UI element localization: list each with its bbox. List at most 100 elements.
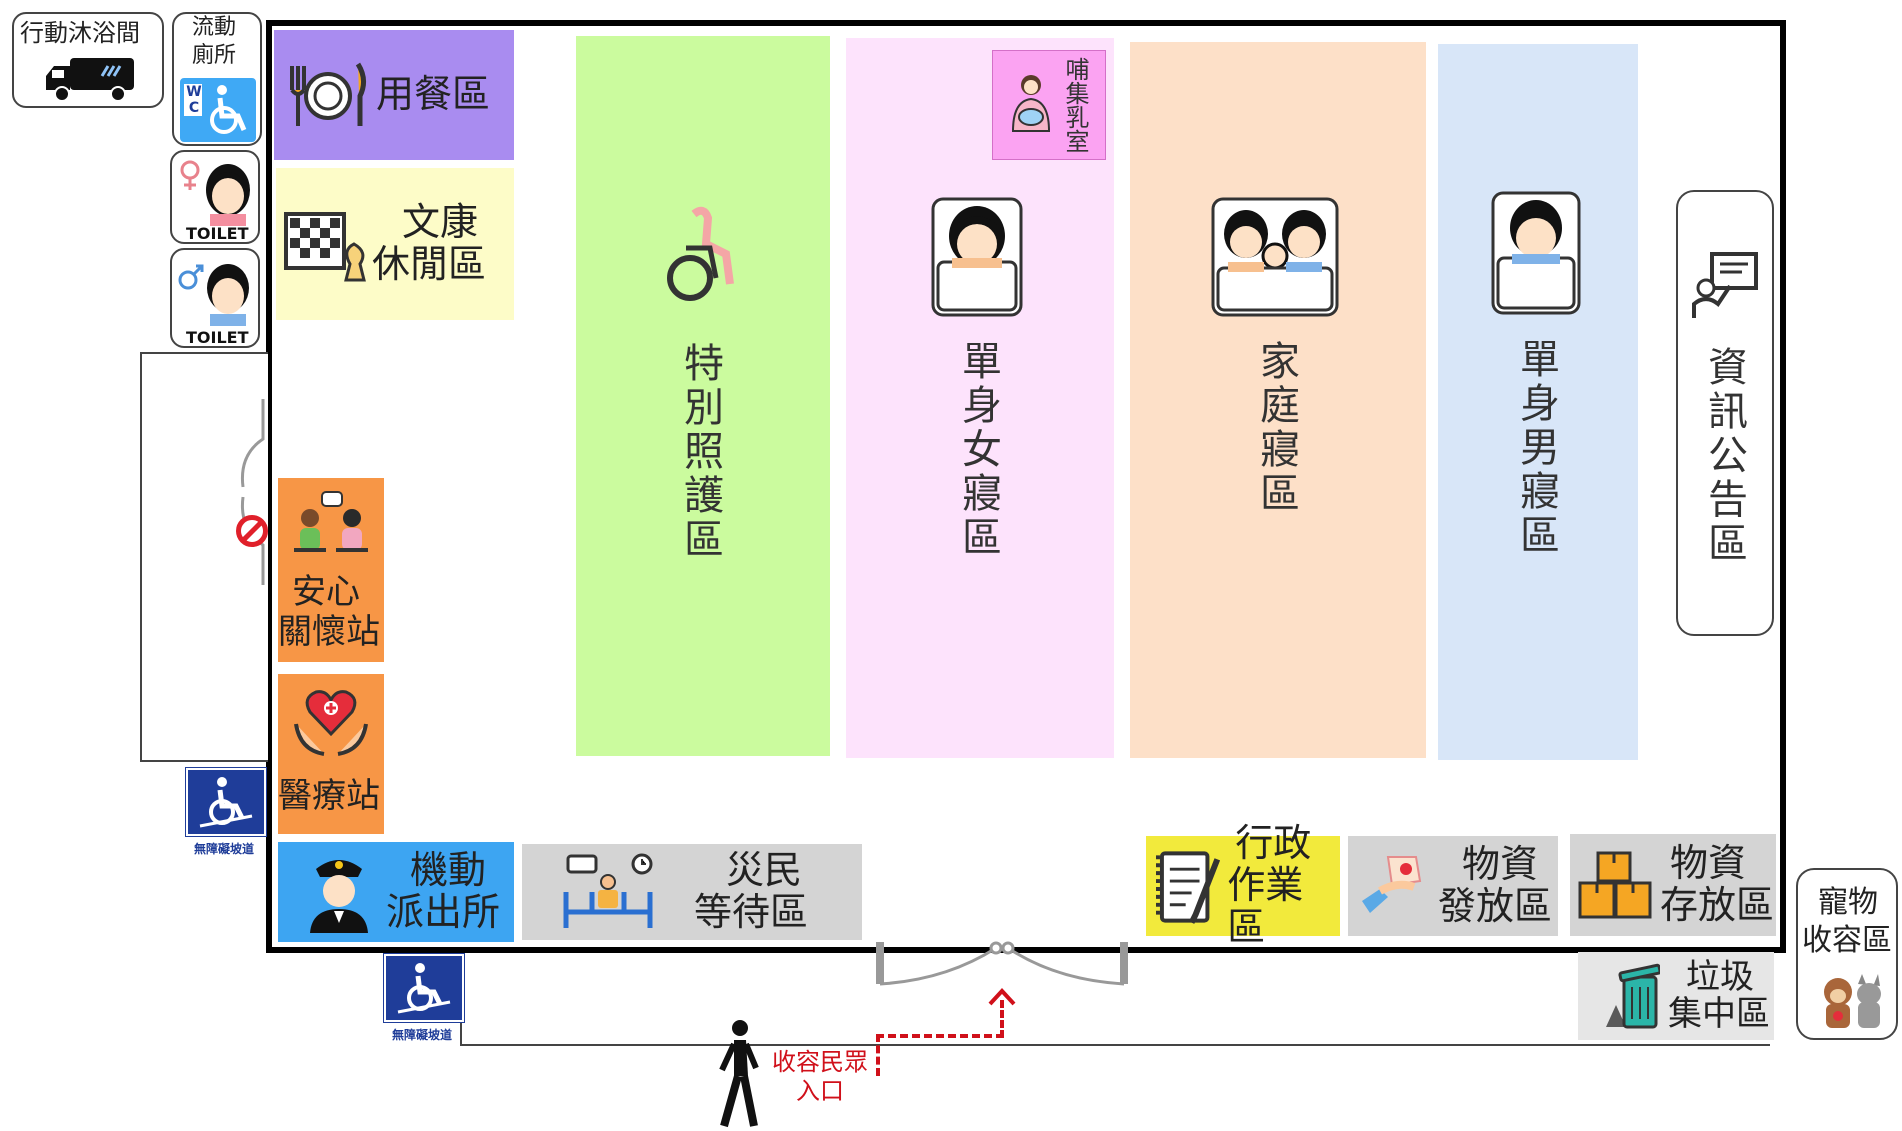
dog-cat-icon <box>1824 974 1881 1028</box>
female-bed-icon <box>931 197 1023 317</box>
waiting-chairs-icon <box>563 853 653 928</box>
supply-hands-icon <box>1362 856 1422 913</box>
supply-store-label-2: 存放區 <box>1660 883 1775 927</box>
pet-label-1: 寵物 <box>1818 885 1878 920</box>
supply-store-label: 物資 存放區 <box>1660 841 1775 927</box>
dining-icon <box>290 62 366 126</box>
dining-area: 用餐區 <box>274 30 514 160</box>
side-annex <box>140 352 268 762</box>
ramp-caption-lower: 無障礙坡道 <box>391 1028 452 1042</box>
info-board: 資訊公告區 <box>1676 190 1774 636</box>
wc-text: WC <box>184 84 202 116</box>
waiting-label: 災民 等待區 <box>694 848 809 934</box>
admin-area: 行政 作業區 <box>1146 823 1340 948</box>
waiting-label-2: 等待區 <box>694 890 809 934</box>
mobile-shower: 行動沐浴間 <box>12 12 164 108</box>
mobile-shower-label: 行動沐浴間 <box>20 19 140 47</box>
family-label: 家庭寢區 <box>1253 340 1299 516</box>
pet-label-2: 收容區 <box>1802 923 1892 958</box>
supply-dist-label-1: 物資 <box>1462 842 1539 887</box>
care-station-label-1: 安心 <box>292 572 360 612</box>
toilet-male-sign: TOILET <box>186 328 249 347</box>
police-officer-icon <box>310 860 368 933</box>
ramp-icon-lower <box>383 953 465 1023</box>
care-station: 安心 關懷站 <box>278 478 384 662</box>
wheelchair-person-icon <box>667 206 734 301</box>
recreation-label-2: 休閒區 <box>372 242 487 286</box>
single-male-area: 單身男寢區 <box>1438 44 1638 760</box>
admin-label-2: 作業區 <box>1227 863 1304 949</box>
medical-label: 醫療站 <box>278 776 380 816</box>
mother-baby-icon <box>1011 75 1051 132</box>
police-label-1: 機動 <box>410 848 487 893</box>
entrance-label-1: 收容民眾 <box>772 1048 868 1076</box>
recreation-area: 文康 休閒區 <box>276 168 514 320</box>
wc-accessible-icon: WC <box>180 78 256 142</box>
shelter-building <box>266 20 1786 953</box>
family-area: 家庭寢區 <box>1130 42 1426 758</box>
ramp-caption-upper: 無障礙坡道 <box>193 842 254 856</box>
counseling-icon <box>294 491 368 552</box>
supply-storage-area: 物資 存放區 <box>1570 834 1776 936</box>
police-label-2: 派出所 <box>386 890 501 934</box>
notepad-pen-icon <box>1156 851 1221 924</box>
boxes-icon <box>1578 851 1652 919</box>
entrance-path-left <box>876 1034 880 1076</box>
toilet-male: TOILET <box>170 248 260 348</box>
ramp-icon <box>185 767 267 837</box>
police-station: 機動 派出所 <box>278 842 514 942</box>
supply-store-label-1: 物資 <box>1670 841 1747 886</box>
nursing-room: 哺集乳室 <box>992 50 1106 160</box>
presenter-icon <box>1692 252 1758 318</box>
medical-station: 醫療站 <box>278 674 384 834</box>
entrance-path-up <box>1000 1000 1004 1038</box>
admin-label: 行政 作業區 <box>1227 823 1340 948</box>
ramp-sign-upper: 無障礙坡道 <box>185 767 267 856</box>
male-bed-icon <box>1491 191 1581 315</box>
entrance-label-2: 入口 <box>796 1076 844 1105</box>
care-station-label-2: 關懷站 <box>278 612 380 652</box>
mobile-toilet-label-2: 廁所 <box>192 43 237 68</box>
single-female-label: 單身女寢區 <box>955 340 1001 560</box>
male-person-icon <box>178 264 249 326</box>
garbage-label: 垃圾 集中區 <box>1668 956 1770 1034</box>
info-board-label: 資訊公告區 <box>1701 346 1747 566</box>
recreation-label: 文康 休閒區 <box>372 200 487 286</box>
entrance-path-horizontal <box>876 1034 1004 1038</box>
main-entrance-doors-icon <box>876 941 1128 986</box>
pet-shelter: 寵物 收容區 <box>1796 868 1898 1040</box>
side-door-icon <box>240 399 265 585</box>
special-care-area: 特別照護區 <box>576 36 830 756</box>
shower-truck-icon <box>46 58 134 102</box>
police-label: 機動 派出所 <box>386 848 501 934</box>
wheelchair-icon <box>210 85 247 134</box>
evacuee-waiting-area: 災民 等待區 <box>522 844 862 940</box>
trash-can-icon <box>1606 963 1660 1029</box>
garbage-label-2: 集中區 <box>1668 994 1770 1034</box>
entrance-label: 收容民眾 入口 <box>764 1048 876 1118</box>
mobile-toilet-label-1: 流動 <box>192 15 237 40</box>
mobile-toilet: 流動 廁所 WC <box>172 12 262 146</box>
entrance-arrow-icon <box>988 988 1016 1006</box>
supply-distribution-area: 物資 發放區 <box>1348 836 1558 936</box>
garbage-label-1: 垃圾 <box>1686 956 1754 997</box>
dining-label: 用餐區 <box>376 72 491 117</box>
waiting-label-1: 災民 <box>726 848 803 893</box>
ramp-sign-lower: 無障礙坡道 <box>383 953 465 1042</box>
walking-person-icon <box>719 1020 759 1128</box>
recreation-label-1: 文康 <box>402 200 479 245</box>
garbage-area: 垃圾 集中區 <box>1578 952 1774 1040</box>
medical-heart-hands-icon <box>294 690 368 756</box>
no-entry-icon <box>236 515 268 547</box>
special-care-label: 特別照護區 <box>677 342 723 562</box>
nursing-room-label: 哺集乳室 <box>1061 57 1089 153</box>
single-male-label: 單身男寢區 <box>1513 338 1559 558</box>
female-person-icon <box>180 160 250 226</box>
family-bed-icon <box>1211 197 1339 317</box>
admin-label-1: 行政 <box>1235 821 1312 866</box>
supply-dist-label: 物資 發放區 <box>1438 842 1553 928</box>
toilet-female: TOILET <box>170 150 260 244</box>
supply-dist-label-2: 發放區 <box>1438 884 1553 928</box>
toilet-female-sign: TOILET <box>186 224 249 243</box>
chess-board-icon <box>284 212 366 282</box>
